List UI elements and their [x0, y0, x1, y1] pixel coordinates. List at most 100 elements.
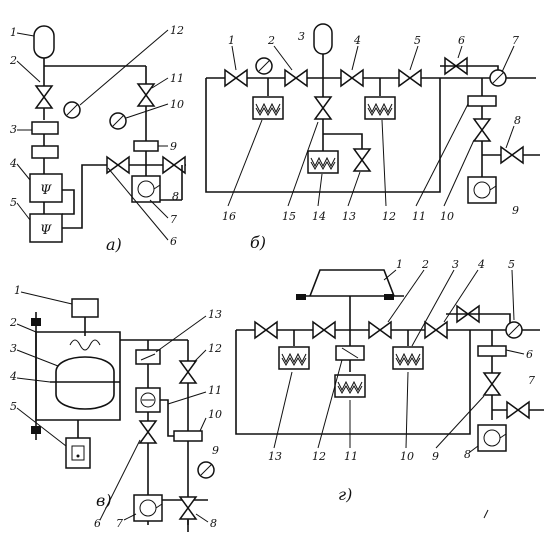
caption-a: а) — [106, 235, 122, 254]
caption-b: б) — [250, 233, 266, 252]
zigzag-filter-icon — [334, 374, 366, 398]
label-v11: 11 — [208, 384, 222, 397]
label-b15: 15 — [282, 210, 296, 223]
label-a11: 11 — [170, 72, 184, 85]
label-v2: 2 — [9, 316, 17, 329]
label-v9: 9 — [212, 444, 219, 457]
svg-text:Ψ: Ψ — [40, 223, 52, 238]
label-a3: 3 — [10, 123, 17, 136]
label-b4: 4 — [353, 34, 361, 47]
label-b13: 13 — [342, 210, 356, 223]
caption-g: г) — [338, 485, 352, 504]
label-v7: 7 — [116, 517, 123, 530]
valve-icon — [137, 83, 155, 107]
valve-icon — [254, 321, 278, 339]
label-b6: 6 — [458, 34, 465, 47]
label-a7: 7 — [170, 213, 177, 226]
valve-icon — [368, 321, 392, 339]
label-a6: 6 — [170, 235, 177, 248]
valve-icon — [500, 146, 524, 164]
pressure-gauge-icon — [505, 321, 523, 339]
vessel-v1 — [71, 298, 99, 318]
pressure-gauge-icon — [109, 112, 127, 130]
diagram-g: г) 1 2 3 4 5 6 7 8 9 10 11 12 13 — [235, 258, 544, 519]
zigzag-filter-icon — [307, 150, 339, 174]
valve-icon — [506, 401, 530, 419]
valve-icon — [35, 85, 53, 109]
label-v4: 4 — [9, 370, 17, 383]
label-v8: 8 — [210, 517, 217, 530]
pump-icon — [467, 176, 497, 204]
trap-v10 — [173, 430, 203, 442]
valve-icon — [284, 69, 308, 87]
pump-icon — [131, 175, 161, 203]
label-v1: 1 — [14, 284, 21, 297]
valve-icon — [179, 360, 197, 384]
trap-a9 — [133, 140, 159, 152]
zigzag-filter-icon — [392, 346, 424, 370]
pump-icon — [133, 494, 163, 522]
label-b12: 12 — [382, 210, 396, 223]
valve-icon — [483, 372, 501, 396]
trap-g6 — [477, 345, 507, 357]
trap-a3b — [31, 145, 59, 159]
zigzag-filter-icon — [278, 346, 310, 370]
label-v6: 6 — [94, 517, 101, 530]
label-g8: 8 — [464, 448, 471, 461]
valve-icon — [473, 118, 491, 142]
label-a1: 1 — [10, 26, 17, 39]
valve-icon — [139, 420, 157, 444]
label-g3: 3 — [452, 258, 459, 271]
label-b1: 1 — [228, 34, 235, 47]
valve-icon — [224, 69, 248, 87]
label-b3: 3 — [298, 30, 305, 43]
label-b7: 7 — [512, 34, 519, 47]
trap-a3 — [31, 121, 59, 135]
label-a9: 9 — [170, 140, 177, 153]
valve-icon — [314, 96, 332, 120]
label-g10: 10 — [400, 450, 414, 463]
pump-v5 — [65, 437, 91, 469]
valve-icon — [179, 496, 197, 520]
pressure-gauge-icon — [489, 69, 507, 87]
zigzag-filter-icon — [252, 96, 284, 120]
label-a8: 8 — [172, 190, 179, 203]
pressure-gauge-icon — [63, 101, 81, 119]
label-b16: 16 — [222, 210, 236, 223]
label-g12: 12 — [312, 450, 326, 463]
valve-icon — [398, 69, 422, 87]
label-v3: 3 — [10, 342, 17, 355]
label-b9: 9 — [512, 204, 519, 217]
label-b5: 5 — [414, 34, 421, 47]
pressure-gauge-icon — [255, 57, 273, 75]
diagram-b: б) 1 2 3 4 5 6 7 8 9 10 11 12 13 1 — [205, 23, 540, 252]
label-a12: 12 — [170, 24, 184, 37]
label-g4: 4 — [477, 258, 485, 271]
gas-vessel-a — [33, 25, 55, 59]
label-b8: 8 — [514, 114, 521, 127]
label-v10: 10 — [208, 408, 222, 421]
label-b14: 14 — [312, 210, 326, 223]
pump-icon — [477, 424, 507, 452]
label-b2: 2 — [267, 34, 275, 47]
label-v12: 12 — [208, 342, 222, 355]
clamp-top — [31, 318, 41, 326]
label-b11: 11 — [412, 210, 426, 223]
label-g6: 6 — [526, 348, 533, 361]
gas-vessel-b — [313, 23, 333, 55]
valve-icon — [340, 69, 364, 87]
pump-a4 — [29, 173, 63, 203]
svg-text:Ψ: Ψ — [40, 183, 52, 198]
label-g11: 11 — [344, 450, 358, 463]
label-a5: 5 — [10, 196, 17, 209]
label-a10: 10 — [170, 98, 184, 111]
label-v13: 13 — [208, 308, 222, 321]
valve-icon — [424, 321, 448, 339]
diagram-a: Ψ Ψ а) 1 2 3 4 5 6 7 — [9, 24, 186, 254]
label-v5: 5 — [10, 400, 17, 413]
label-a2: 2 — [9, 54, 17, 67]
label-g2: 2 — [421, 258, 429, 271]
label-g1: 1 — [396, 258, 403, 271]
